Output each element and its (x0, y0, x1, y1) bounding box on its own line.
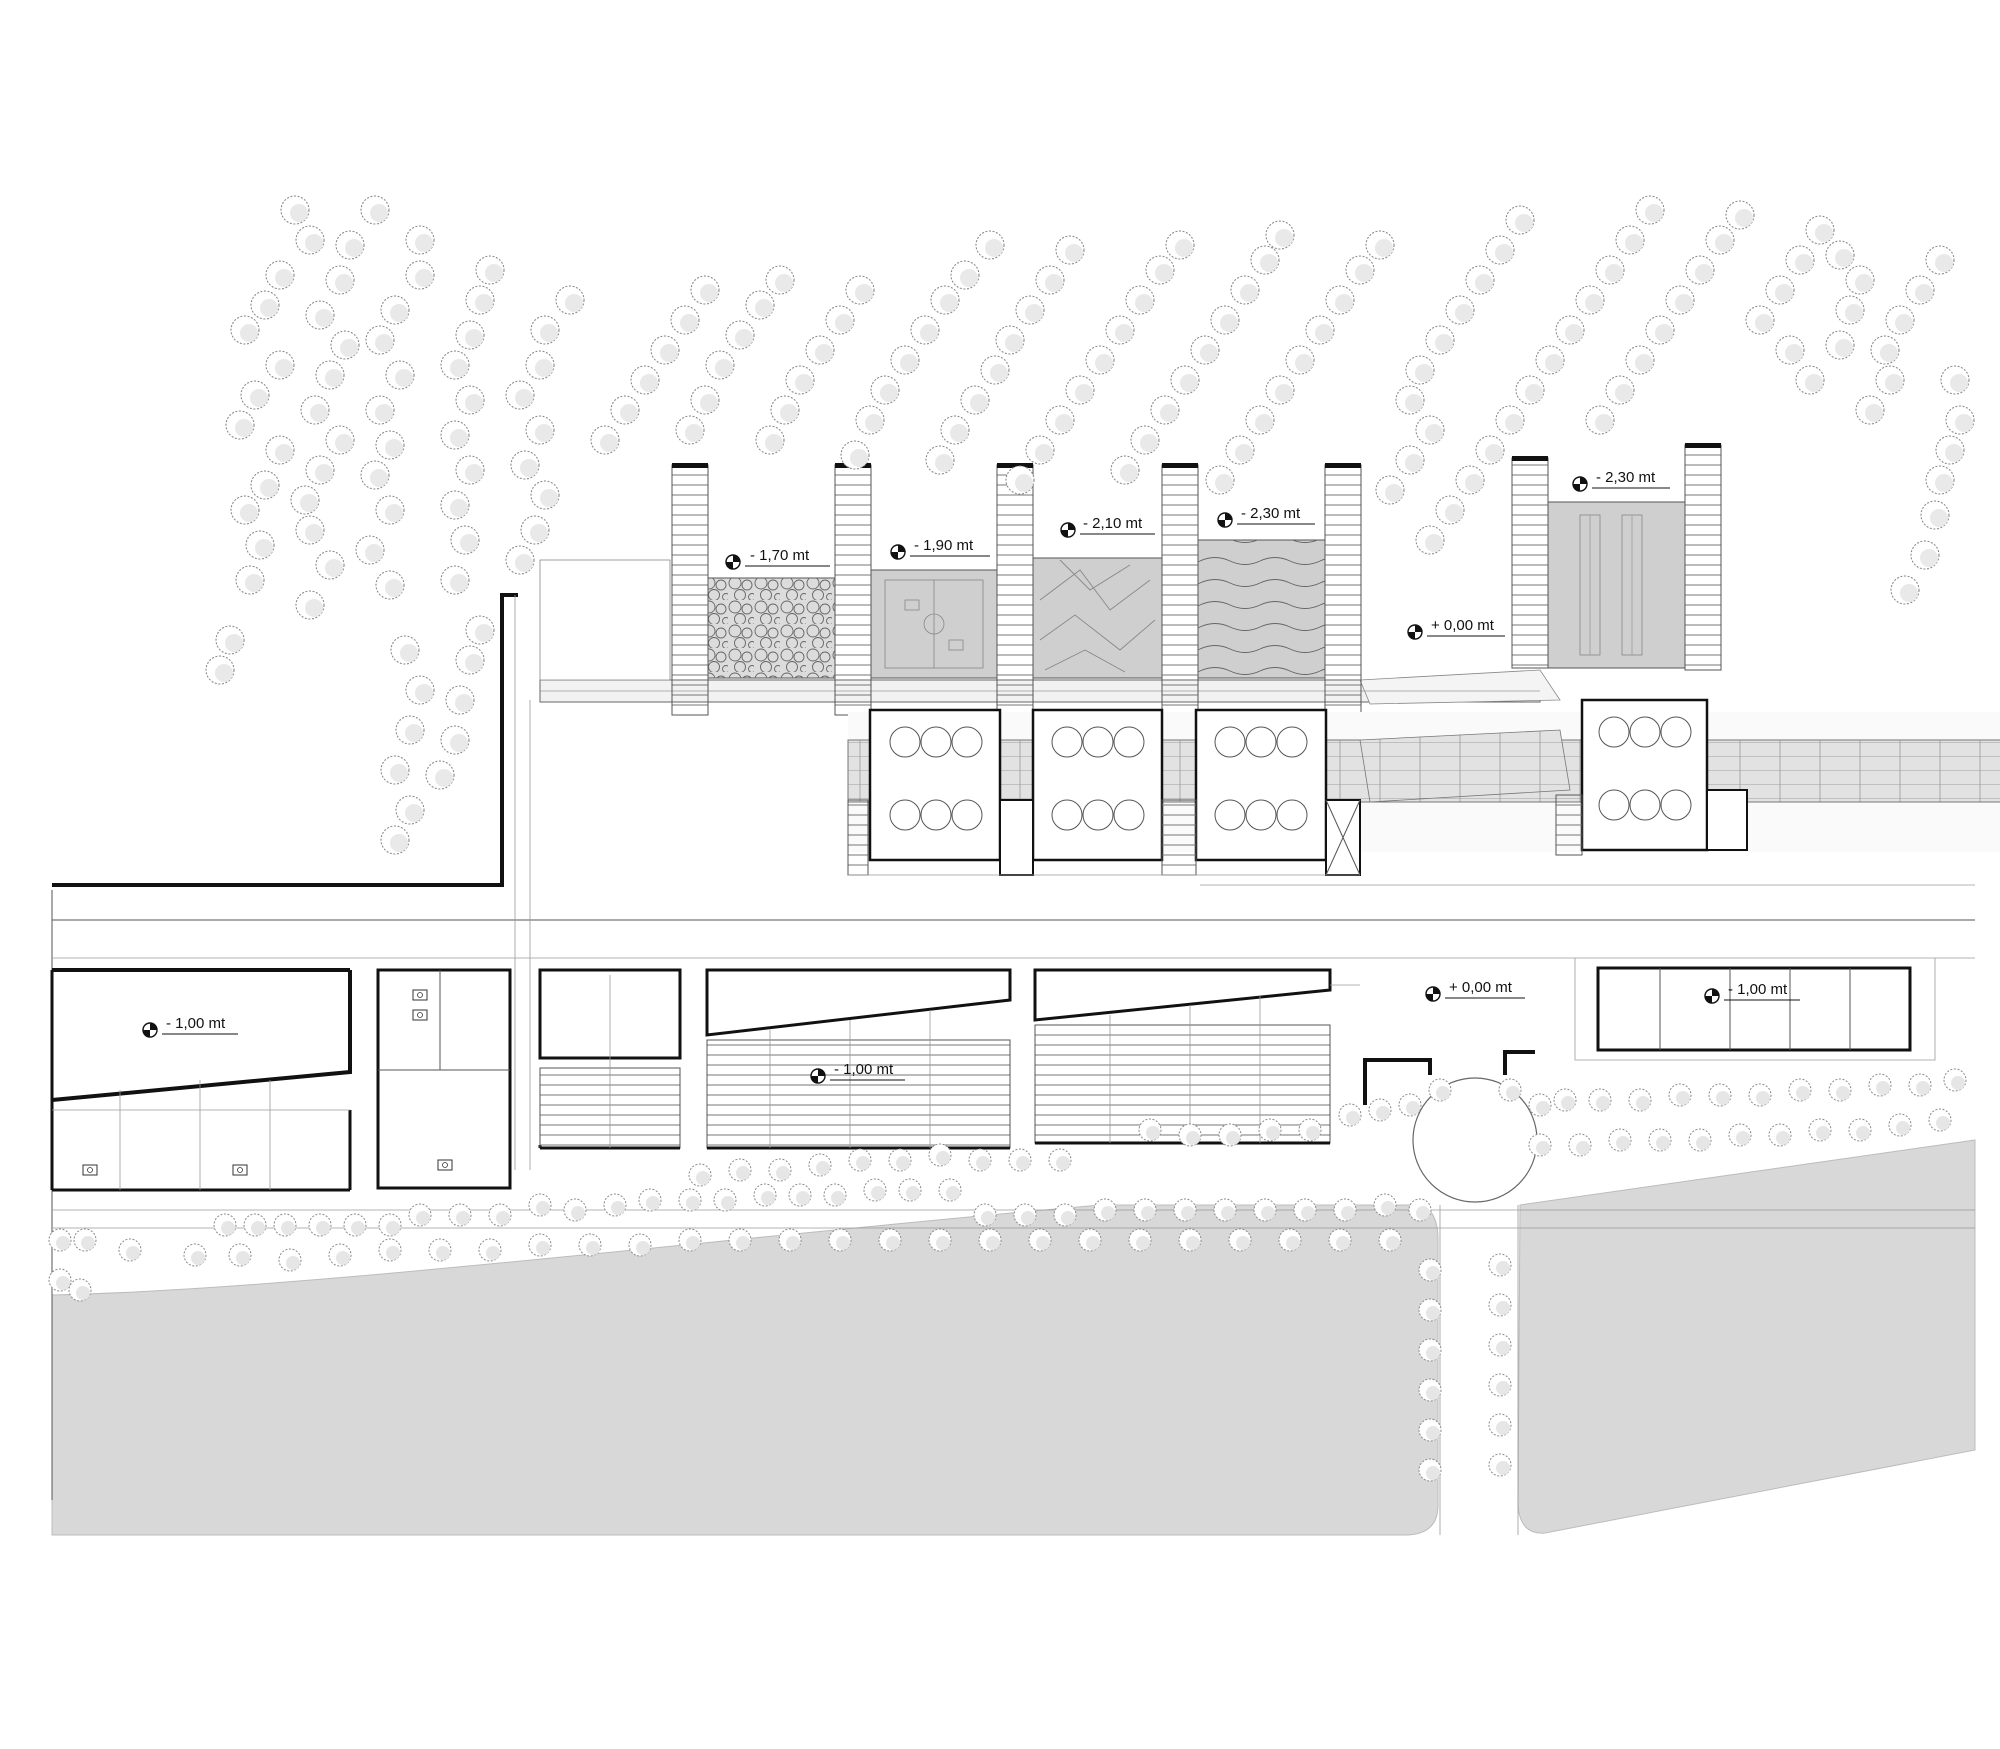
level-label-shops-right: - 1,00 mt (1728, 981, 1788, 998)
level-label-court-2: - 1,90 mt (914, 537, 974, 554)
level-label-shops-left: - 1,00 mt (166, 1015, 226, 1032)
level-marker-shops-left: - 1,00 mt (142, 1015, 238, 1038)
level-marker-court-3: - 2,10 mt (1060, 515, 1155, 538)
level-label-court-1: - 1,70 mt (750, 547, 810, 564)
sunken-courts (707, 501, 1686, 679)
lawn-right (1517, 1139, 1976, 1534)
level-label-plaza-lower: + 0,00 mt (1449, 979, 1513, 996)
level-marker-plaza-lower: + 0,00 mt (1425, 979, 1525, 1002)
level-label-court-5: - 2,30 mt (1596, 469, 1656, 486)
level-marker-plaza-upper: + 0,00 mt (1407, 617, 1505, 640)
level-label-court-3: - 2,10 mt (1083, 515, 1143, 532)
level-label-plaza-upper: + 0,00 mt (1431, 617, 1495, 634)
level-marker-court-2: - 1,90 mt (890, 537, 990, 560)
court-towers (671, 443, 1722, 716)
level-marker-court-5: - 2,30 mt (1572, 469, 1670, 492)
level-label-court-4: - 2,30 mt (1241, 505, 1301, 522)
shops-band (50, 958, 1936, 1192)
site-boundary-wall (52, 593, 518, 887)
level-marker-shops-right: - 1,00 mt (1704, 981, 1800, 1004)
pavilion-strip (847, 698, 2000, 876)
level-label-shops-center: - 1,00 mt (834, 1061, 894, 1078)
level-marker-court-1: - 1,70 mt (725, 547, 830, 570)
level-marker-shops-center: - 1,00 mt (810, 1061, 905, 1084)
lawn-left (51, 1204, 1439, 1536)
level-marker-court-4: - 2,30 mt (1217, 505, 1315, 528)
